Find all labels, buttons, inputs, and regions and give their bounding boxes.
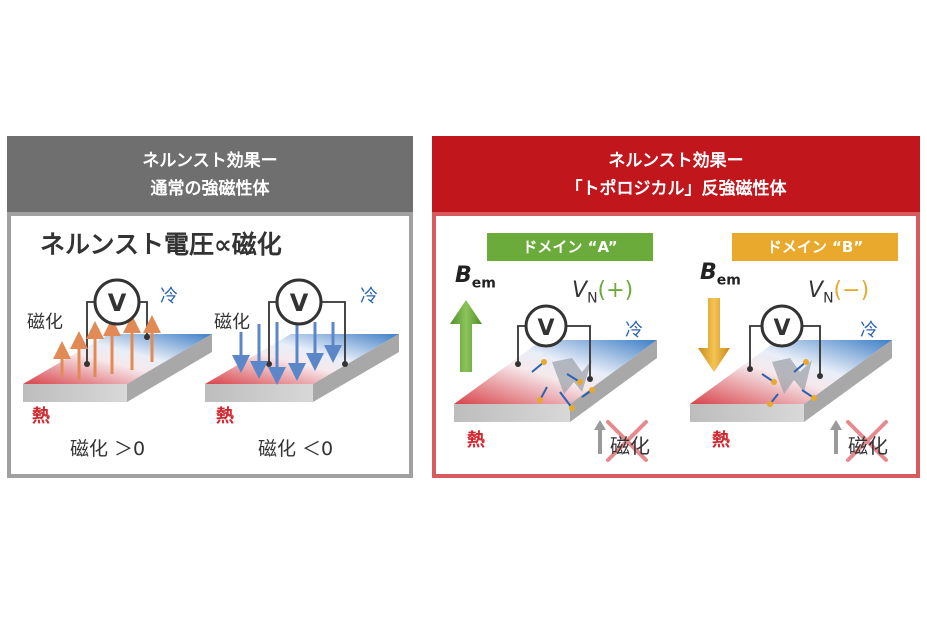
voltmeter-domain-a: V	[524, 304, 568, 348]
right-header-line1: ネルンスト効果ー	[608, 151, 744, 171]
right-panel-header: ネルンスト効果ー 「トポロジカル」反強磁性体	[432, 136, 920, 212]
voltmeter-domain-a-symbol: V	[537, 316, 554, 341]
domain-a-magnetization-label: 磁化	[610, 434, 650, 458]
domain-a-cold-label: 冷	[625, 320, 643, 341]
left-panel-diagram: V V	[23, 278, 399, 402]
magnetization-arrows-up	[53, 315, 161, 380]
voltmeter-domain-b-symbol: V	[773, 316, 790, 341]
voltmeter-right: V	[275, 278, 323, 326]
left-panel-title: ネルンスト電圧∝磁化	[40, 230, 282, 259]
domain-a-hot-label: 熱	[467, 430, 485, 451]
left-header-line2: 通常の強磁性体	[150, 179, 270, 199]
domain-a-badge: ドメイン “A”	[487, 233, 653, 261]
slab-negative	[205, 334, 399, 402]
spin-cluster-a	[531, 359, 595, 411]
domain-a-bem-label: Bem	[455, 263, 496, 292]
right-cold-label: 冷	[360, 286, 378, 307]
right-caption: 磁化 ＜0	[258, 438, 334, 460]
voltmeter-left-symbol: V	[108, 289, 127, 317]
magnetization-up-icon-a	[594, 420, 606, 454]
right-magnetization-label: 磁化	[214, 312, 250, 333]
slab-positive	[23, 334, 212, 402]
domain-b-magnetization-label: 磁化	[848, 434, 888, 458]
magnetization-arrows-down	[232, 322, 342, 385]
bem-arrow-down-icon	[698, 298, 730, 372]
domain-b-cold-label: 冷	[860, 320, 878, 341]
left-header-line1: ネルンスト効果ー	[142, 151, 278, 171]
spin-cluster-b	[761, 359, 817, 407]
left-cold-label: 冷	[160, 286, 178, 307]
bem-arrow-up-icon	[450, 300, 482, 372]
right-panel-diagram: V V	[450, 298, 892, 462]
cross-icon-a	[606, 420, 648, 462]
voltmeter-left: V	[93, 278, 141, 326]
right-header-line2: 「トポロジカル」反強磁性体	[565, 179, 787, 199]
domain-b-voltage-label: VN(−)	[808, 278, 870, 307]
magnetization-up-icon-b	[830, 420, 842, 454]
domain-b-hot-label: 熱	[712, 430, 730, 451]
left-panel-header: ネルンスト効果ー 通常の強磁性体	[7, 136, 413, 212]
domain-b-badge: ドメイン “B”	[732, 233, 898, 261]
left-hot-label: 熱	[32, 406, 50, 427]
domain-b-bem-label: Bem	[700, 260, 741, 289]
voltmeter-domain-b: V	[760, 304, 804, 348]
domain-a-slab	[454, 340, 657, 422]
left-caption: 磁化 ＞0	[70, 438, 146, 460]
domain-a-voltage-label: VN(+)	[572, 278, 634, 307]
domain-b-slab	[690, 340, 892, 422]
right-hot-label: 熱	[216, 406, 234, 427]
voltmeter-right-symbol: V	[290, 289, 309, 317]
cross-icon-b	[846, 420, 888, 462]
left-magnetization-label: 磁化	[27, 312, 63, 333]
